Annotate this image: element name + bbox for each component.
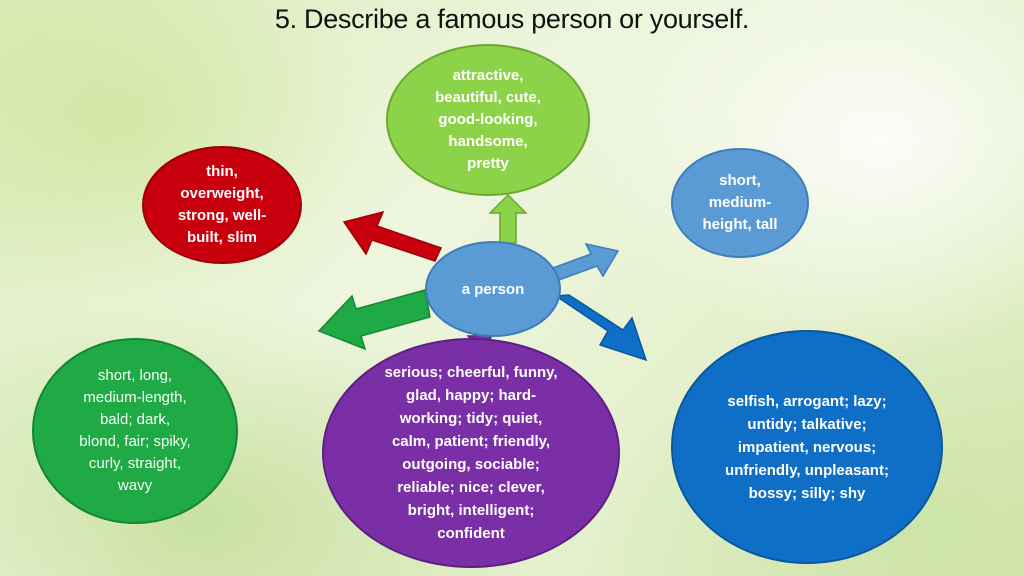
bubble-line: short, [719, 172, 761, 189]
bubble-line: unfriendly, unpleasant; [725, 461, 889, 479]
bubble-height: short, medium- height, tall [671, 148, 809, 258]
bubble-line: selfish, arrogant; lazy; [727, 392, 887, 410]
bubble-center-person: a person [425, 241, 561, 337]
bubble-positive-traits: serious; cheerful, funny, glad, happy; h… [322, 338, 620, 568]
bubble-line: impatient, nervous; [737, 438, 877, 456]
bubble-line: blond, fair; spiky, [79, 433, 191, 450]
bubble-line: working; tidy; quiet, [399, 410, 543, 427]
bubble-line: overweight, [180, 185, 264, 202]
bubble-appearance: attractive, beautiful, cute, good-lookin… [386, 44, 590, 196]
bubble-line: built, slim [186, 229, 257, 246]
bubble-line: reliable; nice; clever, [397, 479, 545, 496]
bubble-line: wavy [117, 477, 153, 494]
bubble-line: curly, straight, [88, 455, 182, 472]
bubble-line: good-looking, [438, 111, 538, 128]
bubble-line: untidy; talkative; [747, 415, 867, 433]
bubble-line: strong, well- [177, 207, 267, 224]
arrow-hair [317, 289, 431, 351]
bubble-line: beautiful, cute, [435, 89, 541, 106]
bubble-build: thin, overweight, strong, well- built, s… [142, 146, 302, 264]
page-title: 5. Describe a famous person or yourself. [0, 4, 1024, 35]
bubble-line: confident [437, 525, 505, 542]
arrow-height [551, 242, 620, 281]
bubble-hair: short, long, medium-length, bald; dark, … [32, 338, 238, 524]
bubble-line: pretty [467, 155, 509, 172]
bubble-line: glad, happy; hard- [405, 387, 536, 404]
bubble-line: medium- [708, 194, 772, 211]
bubble-line: serious; cheerful, funny, [384, 364, 558, 381]
bubble-line: bossy; silly; shy [748, 484, 866, 502]
arrow-build [342, 210, 443, 262]
title-dot: . [741, 4, 750, 34]
bubble-negative-traits: selfish, arrogant; lazy; untidy; talkati… [671, 330, 943, 564]
bubble-line: bright, intelligent; [407, 502, 535, 519]
bubble-line: handsome, [448, 133, 528, 150]
arrow-negative [553, 294, 648, 362]
bubble-line: thin, [206, 163, 238, 180]
bubble-line: outgoing, sociable; [402, 456, 540, 473]
arrow-up-appearance [488, 193, 528, 244]
center-label: a person [461, 280, 525, 298]
bubble-line: short, long, [97, 367, 173, 384]
title-text: 5. Describe a famous person or yourself [274, 4, 742, 34]
bubble-line: calm, patient; friendly, [391, 433, 551, 450]
bubble-line: height, tall [702, 216, 778, 233]
bubble-line: attractive, [452, 67, 524, 84]
bubble-line: medium-length, [83, 389, 187, 406]
bubble-line: bald; dark, [99, 411, 171, 428]
